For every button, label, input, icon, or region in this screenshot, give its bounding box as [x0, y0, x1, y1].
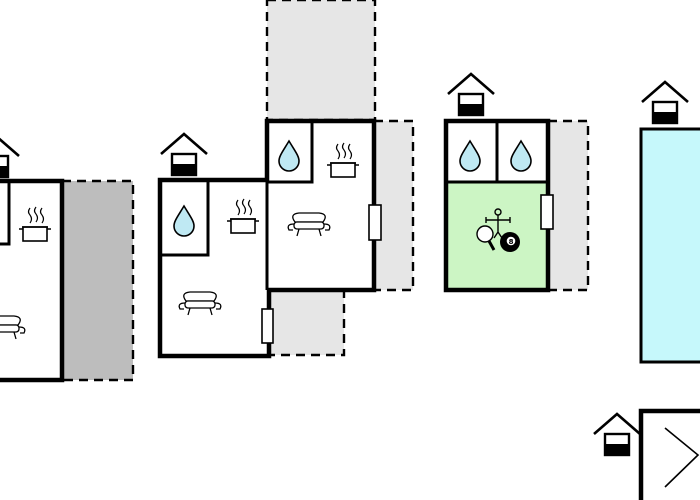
bathroom-wall	[160, 180, 210, 257]
annex-diagonal-lines	[664, 427, 700, 488]
svg-text:8: 8	[509, 238, 514, 246]
pool-area	[639, 127, 700, 364]
bathroom-wall	[267, 121, 314, 184]
billiard-ball-icon: 8	[500, 232, 520, 252]
unit-1	[0, 178, 135, 383]
house-entrance-icon	[446, 72, 496, 117]
terrace	[265, 0, 377, 122]
storage-room	[638, 408, 700, 500]
water-drop-icon	[510, 140, 532, 172]
water-drop-icon	[459, 140, 481, 172]
door-icon	[540, 194, 554, 230]
door-icon	[261, 308, 274, 344]
unit-2	[157, 0, 415, 359]
unit-3: 8	[443, 118, 590, 293]
house-entrance-icon	[0, 134, 21, 179]
bathroom-walls	[446, 121, 548, 184]
house-entrance-icon	[592, 412, 642, 457]
table-tennis-icon	[476, 225, 496, 251]
table-football-icon	[485, 208, 511, 239]
annex	[638, 408, 700, 500]
terrace	[546, 119, 590, 292]
swimming-pool	[639, 127, 700, 364]
door-icon	[368, 204, 382, 241]
game-room	[446, 181, 548, 290]
bathroom-wall	[0, 181, 11, 246]
house-entrance-icon	[640, 80, 690, 125]
covered-terrace	[60, 179, 135, 382]
terrace	[266, 288, 346, 357]
house-entrance-icon	[159, 132, 209, 177]
